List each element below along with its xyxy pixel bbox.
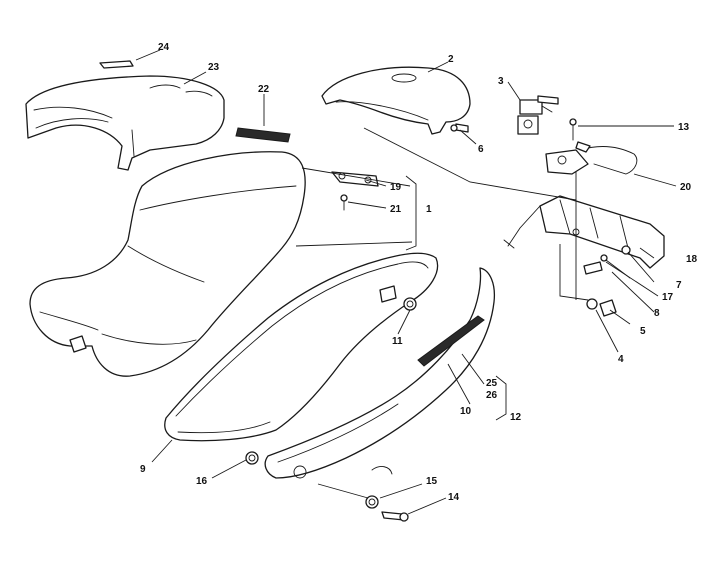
callout-26: 26: [486, 390, 498, 401]
part-21-screw: [340, 194, 348, 211]
part-2-tail-section: [321, 66, 471, 135]
part-24-pad: [99, 60, 134, 69]
callout-22: 22: [258, 84, 270, 95]
callout-8: 8: [654, 308, 660, 319]
part-18-bracket: [503, 195, 665, 269]
callout-17: 17: [662, 292, 674, 303]
callout-6: 6: [478, 144, 484, 155]
part-6-screw: [450, 124, 458, 132]
callout-23: 23: [208, 62, 220, 73]
part-19-hinge-bracket: [331, 171, 379, 187]
callout-16: 16: [196, 476, 208, 487]
callout-14: 14: [448, 492, 460, 503]
callout-11: 11: [392, 336, 403, 347]
callout-19: 19: [390, 182, 402, 193]
part-23-seat-cowl: [25, 75, 225, 171]
part-22-strap: [235, 127, 291, 143]
leader-lines: [135, 49, 677, 515]
callout-20: 20: [680, 182, 692, 193]
part-16-grommet: [245, 451, 259, 465]
part-11-grommet: [403, 297, 417, 311]
part-4-washer: [586, 298, 598, 310]
callout-4: 4: [618, 354, 624, 365]
part-20-latch-cable: [545, 141, 638, 175]
callout-15: 15: [426, 476, 438, 487]
callout-10: 10: [460, 406, 472, 417]
callout-labels: 24 23 22 2 3 6 13 20 19 21 1 18 7 17 8 5…: [140, 42, 698, 503]
callout-3: 3: [498, 76, 504, 87]
callout-2: 2: [448, 54, 454, 65]
callout-7: 7: [676, 280, 682, 291]
part-25-decal: [417, 315, 485, 367]
callout-13: 13: [678, 122, 690, 133]
part-12-right-side-panel: [264, 267, 496, 479]
main-seat: [29, 151, 306, 377]
callout-24: 24: [158, 42, 170, 53]
part-14-screw: [381, 511, 409, 522]
callout-21: 21: [390, 204, 402, 215]
callout-18: 18: [686, 254, 698, 265]
part-5-bolt: [599, 299, 617, 317]
callout-12: 12: [510, 412, 522, 423]
part-3-lock: [517, 95, 559, 135]
callout-25: 25: [486, 378, 498, 389]
callout-9: 9: [140, 464, 146, 475]
callout-1: 1: [426, 204, 432, 215]
part-13-screw: [569, 118, 577, 141]
callout-5: 5: [640, 326, 646, 337]
part-15-grommet: [365, 495, 379, 509]
part-8-screw: [583, 261, 603, 275]
